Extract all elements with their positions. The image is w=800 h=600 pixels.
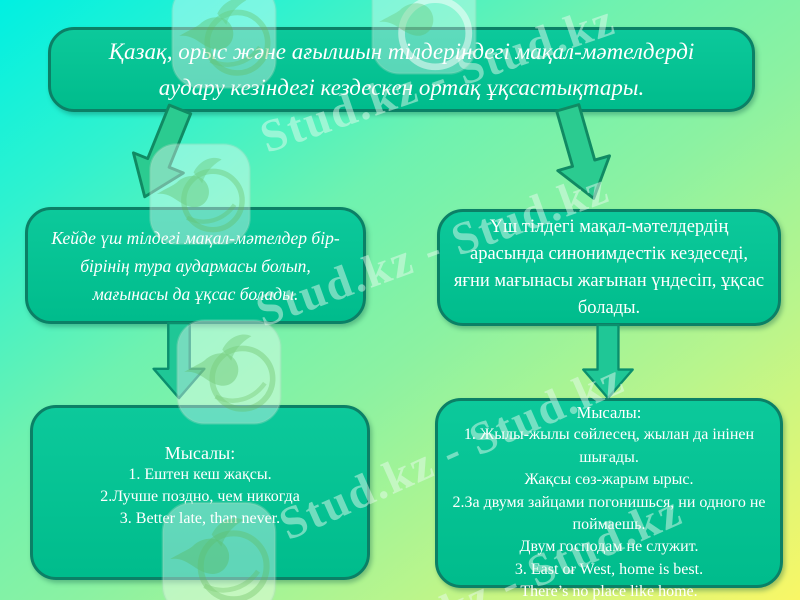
left-branch-text: Кейде үш тілдегі мақал-мәтелдер бір-бірі… <box>51 227 340 304</box>
example-line: 1. Ештен кеш жақсы. <box>128 466 272 483</box>
example-line: There’s no place like home. <box>520 583 698 600</box>
arrow-down-left-icon <box>110 94 214 214</box>
left-examples-list: Мысалы: 1. Ештен кеш жақсы. 2.Лучше позд… <box>100 442 300 530</box>
arrow-down-icon <box>151 322 207 400</box>
example-line: 3. Better late, than never. <box>119 510 281 527</box>
example-line: Жақсы сөз-жарым ырыс. <box>524 471 694 489</box>
arrow-down-right-icon <box>533 96 630 212</box>
examples-heading: Мысалы: <box>576 403 642 422</box>
example-line: 3. East or West, home is best. <box>514 560 704 578</box>
right-examples-list: Мысалы: 1. Жылы-жылы сөйлесең, жылан да … <box>442 402 776 600</box>
examples-heading: Мысалы: <box>164 443 236 463</box>
left-branch-box: Кейде үш тілдегі мақал-мәтелдер бір-бірі… <box>25 207 366 324</box>
arrow-down-icon <box>580 324 636 400</box>
example-line: 1. Жылы-жылы сөйлесең, жылан да інінен ш… <box>463 426 755 466</box>
right-branch-text: Үш тілдегі мақал-мәтелдердің арасында си… <box>453 216 765 318</box>
right-branch-box: Үш тілдегі мақал-мәтелдердің арасында си… <box>437 209 781 326</box>
right-examples-box: Мысалы: 1. Жылы-жылы сөйлесең, жылан да … <box>435 398 783 600</box>
example-line: 2.За двумя зайцами погонишься, ни одного… <box>452 493 766 534</box>
example-line: Двум господам не служит. <box>519 538 699 556</box>
example-line: 2.Лучше поздно, чем никогда <box>100 488 300 505</box>
title-text: Қазақ, орыс және ағылшын тілдеріндегі ма… <box>108 38 695 100</box>
left-examples-box: Мысалы: 1. Ештен кеш жақсы. 2.Лучше позд… <box>30 405 370 580</box>
